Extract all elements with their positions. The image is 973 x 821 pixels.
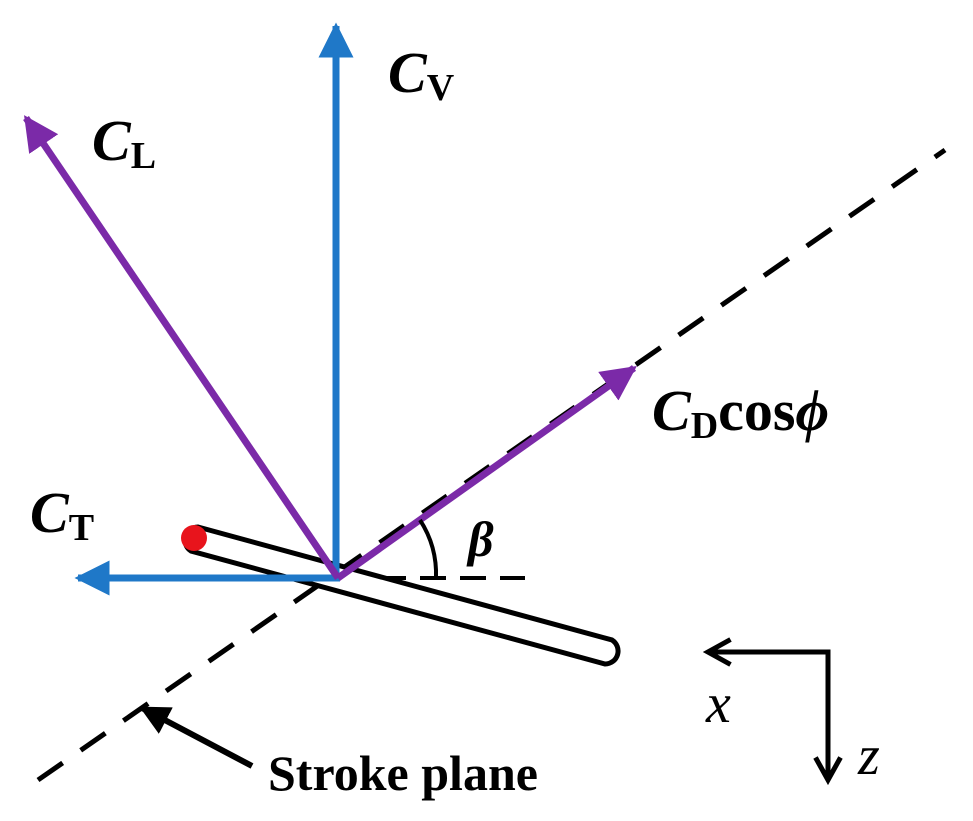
cl-arrow xyxy=(23,115,341,580)
cd-arrow xyxy=(335,365,637,581)
leading-edge-dot xyxy=(181,525,207,551)
cl-label: CL xyxy=(92,108,156,177)
z-axis-label: z xyxy=(857,725,880,787)
cv-label: CV xyxy=(388,40,455,109)
stroke-plane-pointer-arrow xyxy=(139,705,254,769)
beta-angle-arc xyxy=(418,518,439,579)
cd-label: CDcosϕ xyxy=(652,378,829,447)
ct-label: CT xyxy=(30,480,94,549)
wing-section xyxy=(182,524,621,667)
beta-label: β xyxy=(466,511,494,567)
x-axis-label: x xyxy=(705,673,731,735)
stroke-plane-label: Stroke plane xyxy=(268,745,538,801)
stroke-plane-line xyxy=(36,147,947,783)
